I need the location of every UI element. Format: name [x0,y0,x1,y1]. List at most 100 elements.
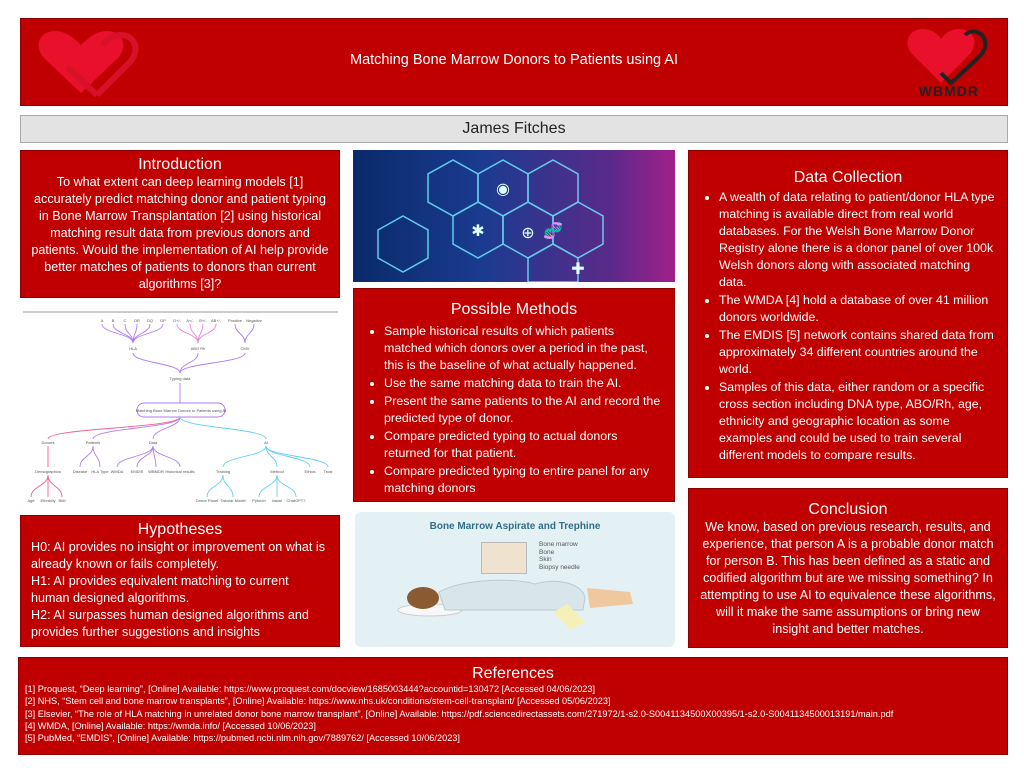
mind-map-connector [265,445,329,468]
hypothesis-h1: H1: AI provides equivalent matching to c… [31,574,289,605]
mind-map-node: Training [216,469,230,474]
mind-map-connector [265,445,311,468]
mind-map-node: A+/- [186,318,194,323]
conclusion-text: We know, based on previous research, res… [700,520,996,636]
mind-map-node: Pytorch [252,498,266,503]
mind-map-node: Historical results [165,469,194,474]
bone-marrow-figure: Bone Marrow Aspirate and Trephine Bone m… [355,512,675,647]
mind-map-node: ABO Rh [191,346,206,351]
mind-map-node: Positive [228,318,243,323]
mind-map-connector [179,416,267,440]
mind-map-connector [234,323,246,344]
introduction-text: To what extent can deep learning models … [31,175,329,291]
data-collection-list: A wealth of data relating to patient/don… [689,187,1007,464]
hypothesis-h0: H0: AI provides no insight or improvemen… [31,540,325,571]
mind-map-node: WBMDR [148,469,164,474]
mind-map-node: Donor Panel [196,498,218,503]
mind-map-node: fastai [272,498,282,503]
mind-map-node: B+/- [199,318,207,323]
method-item: Use the same matching data to train the … [384,375,664,392]
data-item: Samples of this data, either random or a… [719,379,997,464]
mind-map-connector [132,352,181,374]
mind-map-node: Donors [42,440,55,445]
mind-map-connector [47,416,181,440]
data-item: A wealth of data relating to patient/don… [719,189,997,291]
svg-text:✚: ✚ [571,259,584,278]
mind-map-connector [92,445,101,468]
references-heading: References [472,665,554,682]
mind-map-node: Age [27,498,35,503]
mind-map-node: AB+/- [211,318,222,323]
mind-map-node: Patients [86,440,100,445]
mind-map-connector [79,445,94,468]
mind-map-connector [30,474,49,498]
wbmdr-logo [907,29,988,86]
mind-map-node: DQ [147,318,153,323]
figure-title: Bone Marrow Aspirate and Trephine [429,521,601,532]
hearts-logo-left [38,31,139,98]
mind-map-connector [244,323,255,344]
mind-map-node: Typing data [170,376,191,381]
hypothesis-h2: H2: AI surpasses human designed algorith… [31,608,309,639]
svg-text:⊕: ⊕ [521,223,534,242]
mind-map-node: Data [149,440,158,445]
hypotheses-heading: Hypotheses [137,521,223,538]
mind-map-node: Trust [324,469,334,474]
reference-item: [4] WMDA, [Online] Available: https://wm… [25,720,316,731]
methods-list: Sample historical results of which patie… [354,319,674,497]
figure-label: Skin [539,556,552,563]
mind-map-node: BMI [58,498,65,503]
method-item: Compare predicted typing to actual donor… [384,428,664,462]
mind-map-node: Negative [246,318,263,323]
data-item: The WMDA [4] hold a database of over 41 … [719,292,997,326]
method-item: Present the same patients to the AI and … [384,393,664,427]
mind-map-node: AI [264,440,268,445]
mind-map-connector [92,416,181,440]
possible-methods-section: Possible Methods Sample historical resul… [353,288,675,502]
figure-label: Biopsy needle [539,563,580,571]
methods-heading: Possible Methods [450,301,578,318]
hypotheses-section: Hypotheses H0: AI provides no insight or… [20,515,340,647]
mind-map-node: C [124,318,127,323]
mind-map-node: DR [134,318,140,323]
mind-map-node: WMDA [111,469,124,474]
mind-map-node: ChatGPT? [287,498,307,503]
mind-map-node: EMDIS [131,469,144,474]
mind-map-connector [101,323,134,344]
mind-map-connector [179,352,246,374]
logo-text: WBMDR [918,83,979,99]
mind-map-connector [179,352,199,374]
mind-map-root-label: Matching Bone Marrow Donors to Patients … [136,408,227,413]
mind-map-connector [206,474,224,498]
mind-map-node: DP [160,318,166,323]
mind-map-node: HLA [129,346,137,351]
mind-map-node: O+/- [173,318,182,323]
mind-map-connector [132,323,164,344]
svg-text:🧬: 🧬 [543,221,563,240]
mind-map-connector [197,323,217,344]
svg-text:◉: ◉ [496,179,510,198]
mind-map-node: Ethnicity [40,498,55,503]
svg-text:✱: ✱ [471,221,484,240]
method-item: Compare predicted typing to entire panel… [384,463,664,497]
medical-hexagon-image: ◉ 🧬 ✱ ✚ ⊕ [353,150,675,283]
conclusion-section: Conclusion We know, based on previous re… [688,488,1008,648]
mind-map-connector [116,445,154,468]
poster-title: Matching Bone Marrow Donors to Patients … [349,52,679,68]
reference-item: [5] PubMed, “EMDIS”, [Online] Available:… [25,733,460,744]
mind-map-node: Disease [73,469,88,474]
mind-map-connector [222,445,267,468]
author-name: James Fitches [20,115,1008,143]
figure-label: Bone [539,548,555,556]
reference-item: [2] NHS, “Stem cell and bone marrow tran… [25,696,611,707]
mind-map-connector [258,474,278,498]
mind-map-node: Ethics [305,469,316,474]
method-item: Sample historical results of which patie… [384,323,664,374]
reference-item: [1] Proquest, “Deep learning”, [Online] … [25,684,596,694]
header-banner: Matching Bone Marrow Donors to Patients … [20,18,1008,106]
conclusion-heading: Conclusion [808,501,888,518]
mind-map-node: Demographics [35,469,61,474]
mind-map-node: Tabular Model [220,498,245,503]
mind-map-connector [136,445,154,468]
